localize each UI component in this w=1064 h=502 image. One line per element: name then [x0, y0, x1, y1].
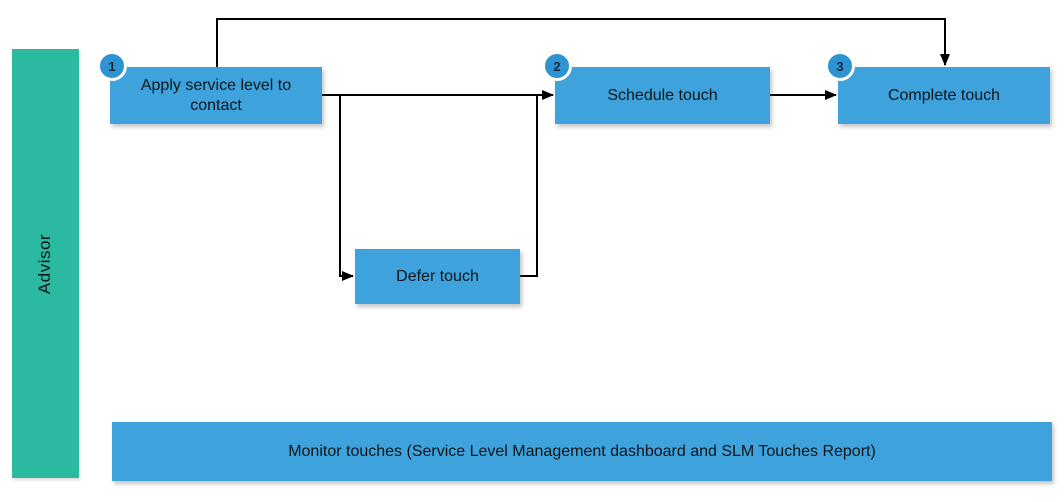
- step-box-schedule-touch: 2 Schedule touch: [542, 51, 770, 124]
- step-label-apply-service-level: Apply service level to contact: [140, 76, 292, 114]
- connector-apply-feedback-to-complete: [216, 18, 950, 67]
- step-label-complete-touch: Complete touch: [887, 86, 1001, 104]
- step-box-defer-touch: Defer touch: [355, 249, 520, 304]
- step-label-schedule-touch: Schedule touch: [607, 86, 718, 104]
- step-box-apply-service-level: 1 Apply service level to contact: [97, 51, 322, 124]
- step-number-badge-1: 1: [97, 51, 127, 81]
- swimlane-advisor-label: Advisor: [35, 233, 55, 294]
- connector-apply-to-defer: [339, 95, 354, 281]
- monitor-touches-label: Monitor touches (Service Level Managemen…: [288, 442, 876, 460]
- monitor-touches-bar: Monitor touches (Service Level Managemen…: [112, 422, 1052, 481]
- step-number-badge-3: 3: [825, 51, 855, 81]
- step-label-defer-touch: Defer touch: [396, 267, 479, 285]
- step-box-complete-touch: 3 Complete touch: [825, 51, 1050, 124]
- swimlane-advisor: Advisor: [12, 49, 79, 478]
- step-number-badge-2: 2: [542, 51, 572, 81]
- connector-defer-return-to-schedule: [520, 96, 538, 277]
